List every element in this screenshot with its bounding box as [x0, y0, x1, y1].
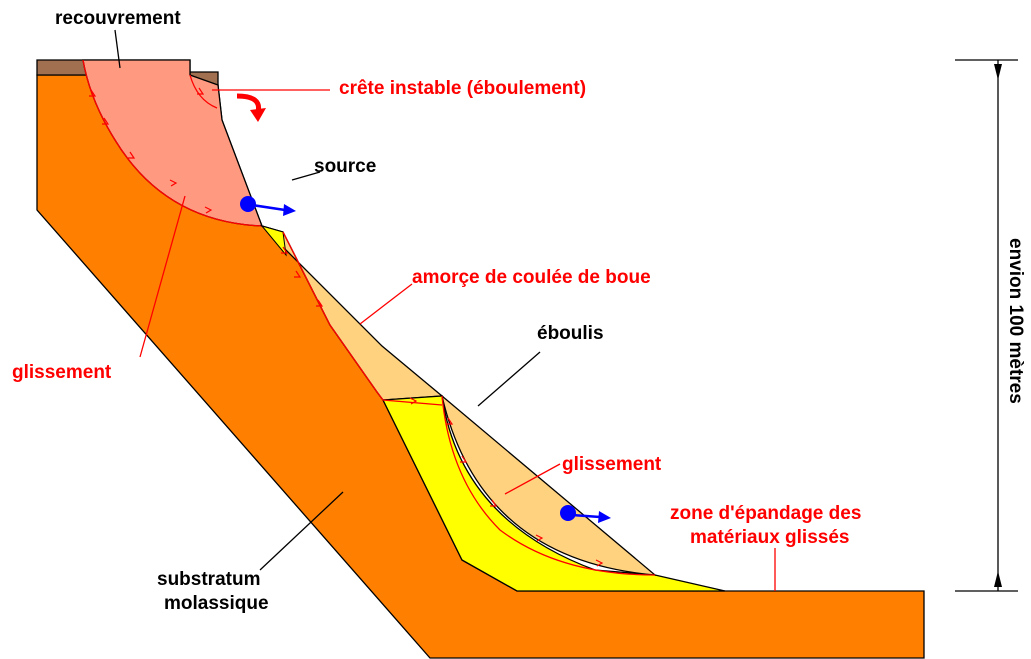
lower-slide-block	[440, 394, 657, 576]
label-source: source	[314, 156, 376, 177]
label-recouvrement: recouvrement	[55, 8, 181, 29]
amorce-slip-line	[282, 231, 443, 406]
leader-recouvrement	[114, 29, 121, 69]
upper-slip-surface	[82, 59, 263, 227]
rockfall-arrow-icon	[236, 93, 266, 122]
lower-water-icon	[560, 505, 611, 523]
source-water-icon	[240, 196, 296, 216]
label-eboulis: éboulis	[537, 323, 604, 344]
leader-substratum	[259, 491, 344, 571]
slip-chevrons	[89, 87, 604, 567]
leader-glissement-right	[504, 463, 561, 495]
label-glissement-right: glissement	[562, 454, 662, 475]
height-dimension	[955, 59, 1018, 592]
label-zone-epandage-2: matériaux glissés	[690, 527, 849, 548]
leader-glissement-left	[139, 195, 186, 358]
leader-source	[291, 171, 321, 181]
leader-amorce	[359, 283, 413, 325]
label-height: envion 100 mètres	[1005, 238, 1026, 404]
label-substratum-1: substratum	[157, 569, 260, 590]
label-substratum-2: molassique	[164, 593, 269, 614]
label-amorce-coulee: amorçe de coulée de boue	[412, 267, 651, 288]
label-crete-instable: crête instable (éboulement)	[339, 78, 586, 99]
mudflow-onset-yellow	[260, 225, 287, 257]
label-zone-epandage-1: zone d'épandage des	[670, 503, 861, 524]
label-glissement-left: glissement	[12, 362, 112, 383]
leader-eboulis	[477, 351, 541, 407]
crest-scarp	[189, 74, 218, 109]
lower-slip-surface	[441, 395, 656, 576]
